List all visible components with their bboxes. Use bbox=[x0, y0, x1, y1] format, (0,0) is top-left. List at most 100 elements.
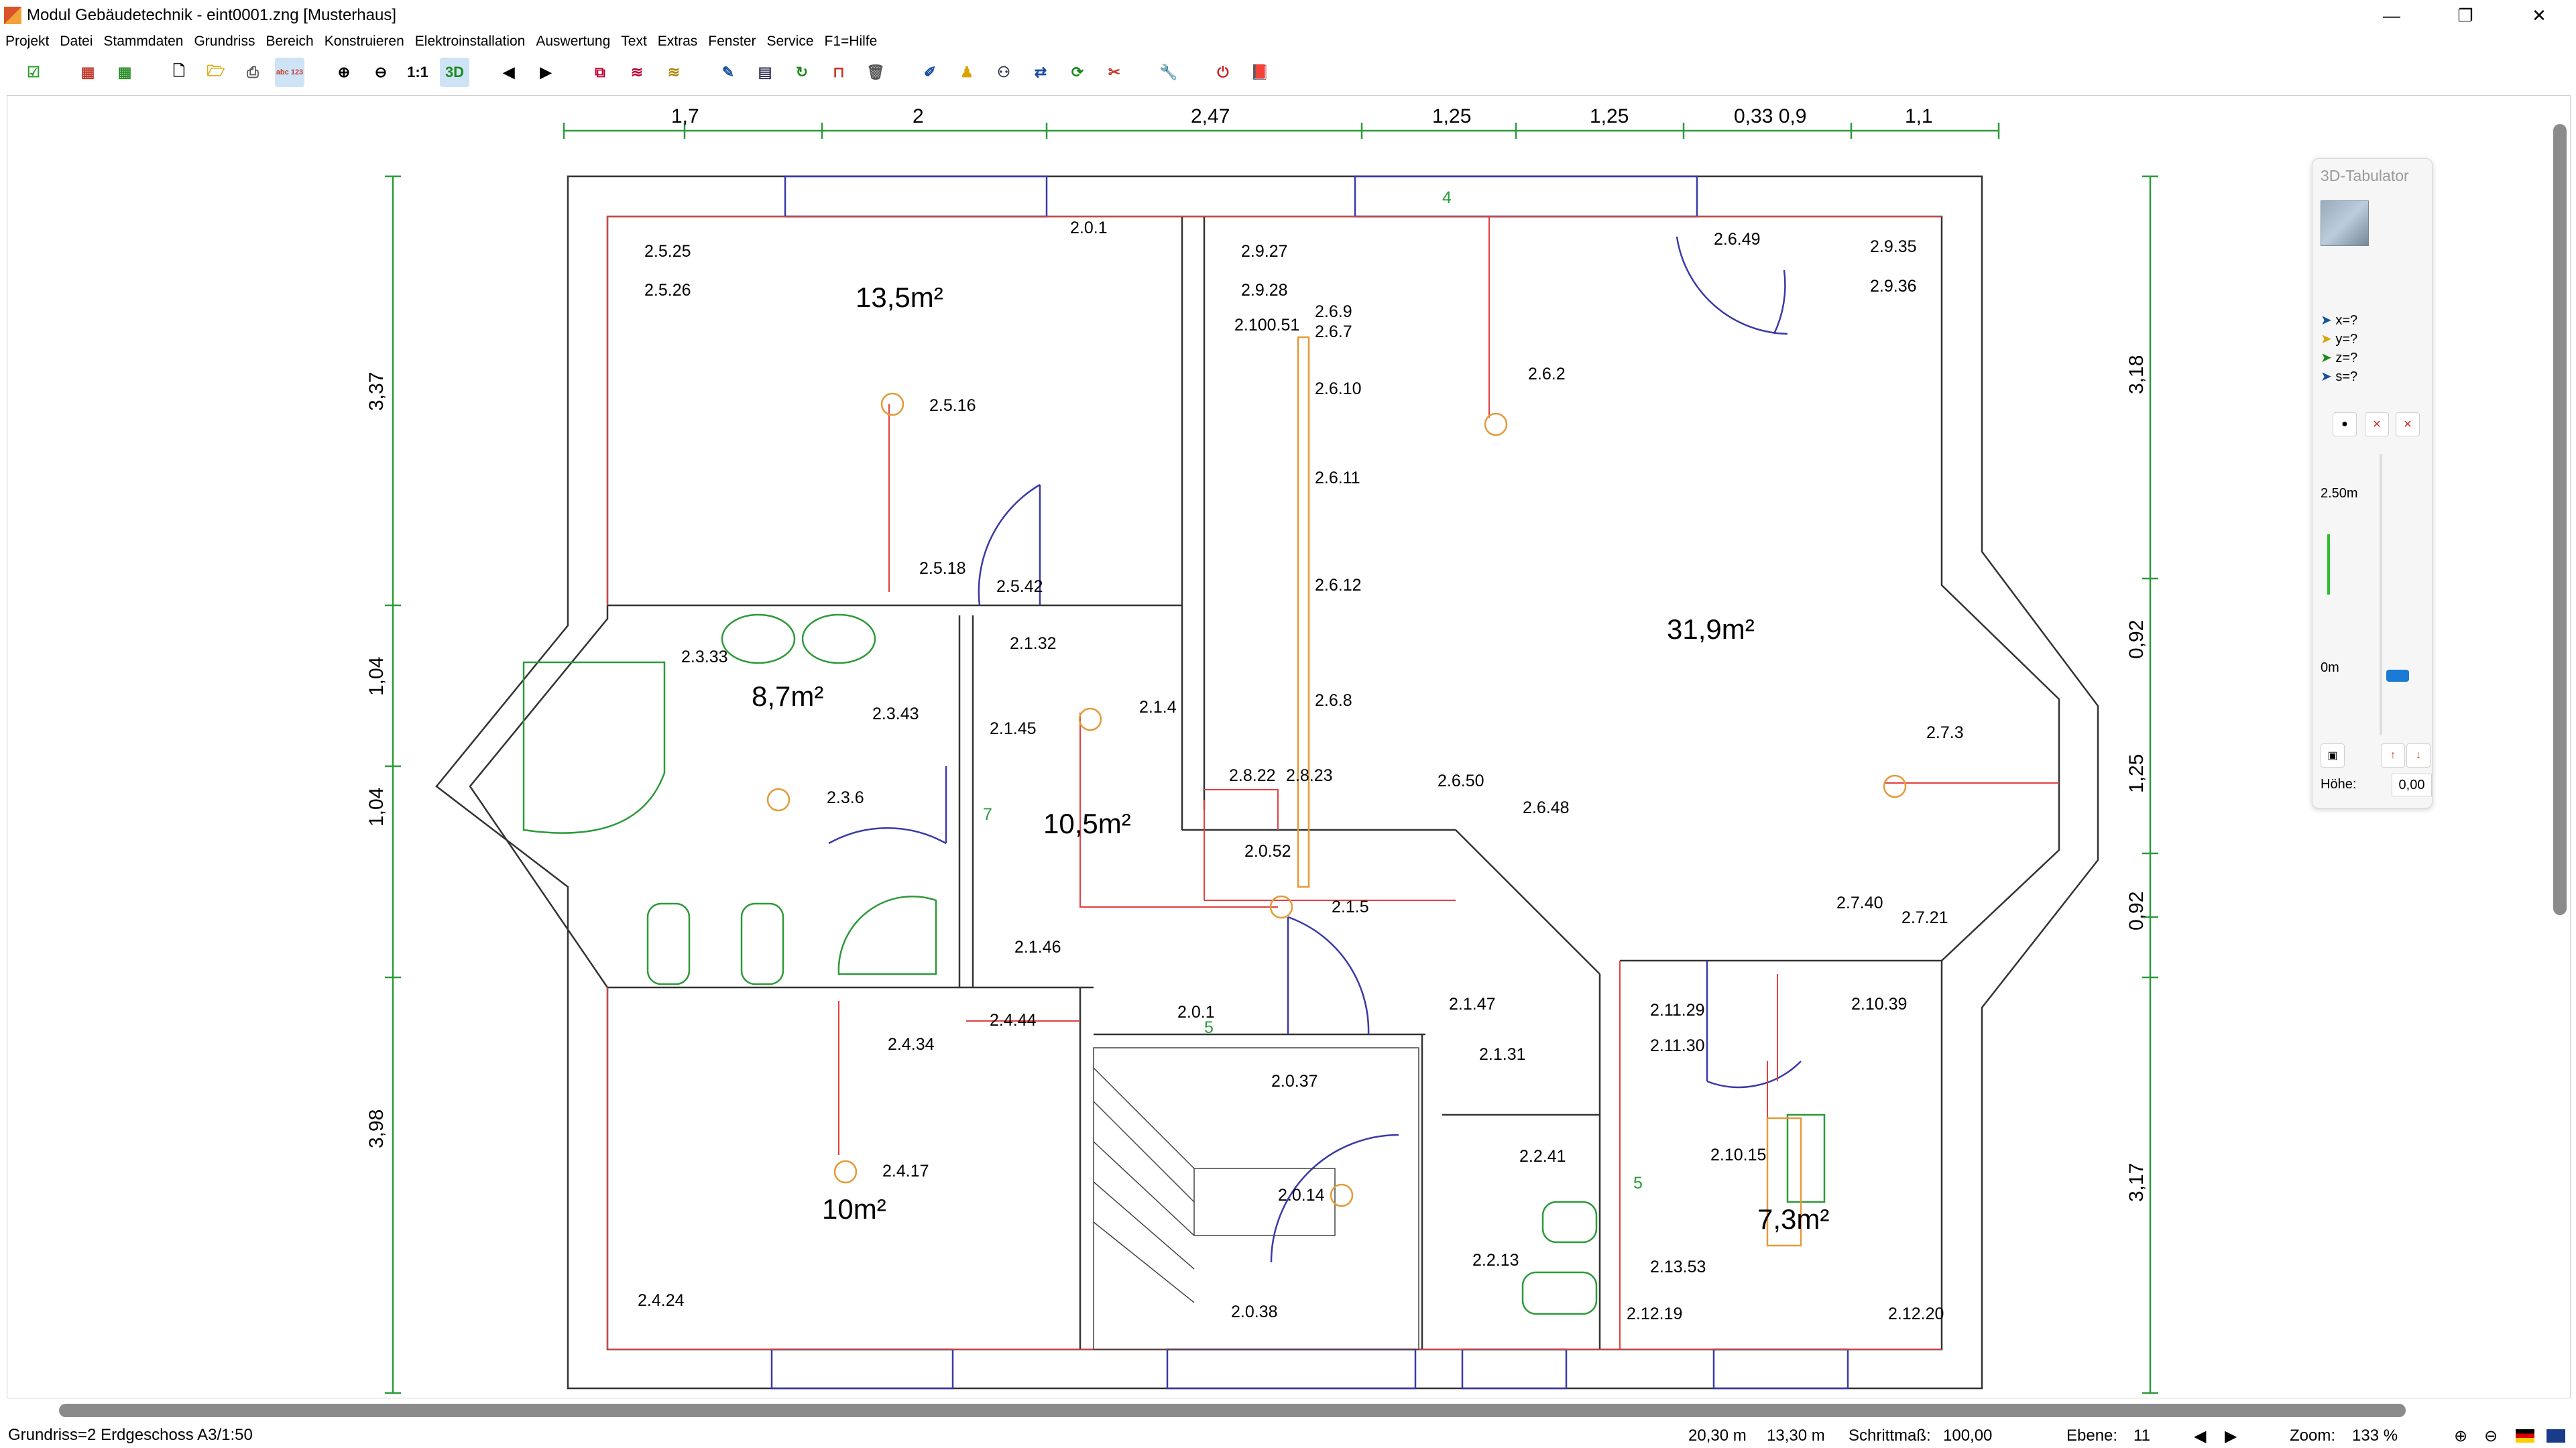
element-label: 2.11.29 bbox=[1650, 1001, 1705, 1020]
menu-fenster[interactable]: Fenster bbox=[708, 34, 756, 49]
close-button[interactable]: ✕ bbox=[2532, 5, 2546, 25]
zoom-in-icon[interactable]: ⊕ bbox=[2454, 1427, 2468, 1445]
power-icon[interactable]: ⏻ bbox=[1217, 64, 1229, 80]
element-label: 2.10.15 bbox=[1710, 1146, 1766, 1164]
element-label: 2.6.49 bbox=[1714, 230, 1761, 249]
zoom-in-icon[interactable]: ⊕ bbox=[337, 64, 351, 80]
tabulator-panel: 3D-Tabulator ➤ x=? ➤ y=? ➤ z=? ➤ s=? ● ✕… bbox=[2312, 158, 2433, 808]
layers-alt-icon[interactable]: ≋ bbox=[667, 64, 681, 80]
step-input[interactable]: 100,00 bbox=[1943, 1427, 1993, 1445]
uk-flag-icon[interactable] bbox=[2546, 1429, 2565, 1443]
element-label: 2.7.3 bbox=[1926, 723, 1964, 742]
delete-icon[interactable]: 🗑 bbox=[866, 64, 885, 80]
menu-service[interactable]: Service bbox=[766, 34, 814, 49]
abc-123-icon[interactable]: abc 123 bbox=[275, 58, 304, 87]
element-label: 2.6.9 bbox=[1315, 302, 1352, 321]
three-d-button[interactable]: 3D bbox=[440, 58, 469, 87]
height-input[interactable]: 0,00 bbox=[2392, 774, 2432, 796]
menu-auswertung[interactable]: Auswertung bbox=[536, 34, 611, 49]
menu-konstruieren[interactable]: Konstruieren bbox=[324, 34, 404, 49]
dim-top-7: 1,1 bbox=[1905, 105, 1933, 127]
zoom-one-button[interactable]: 1:1 bbox=[407, 64, 428, 80]
element-label: 2.3.6 bbox=[827, 788, 864, 807]
edit-sheet-icon[interactable]: ✐ bbox=[923, 64, 937, 80]
reset-icon[interactable]: ✕ bbox=[2365, 412, 2389, 436]
menu-elektroinstallation[interactable]: Elektroinstallation bbox=[414, 34, 526, 49]
next-icon[interactable]: ▶ bbox=[540, 64, 552, 80]
dim-top-6: 0,33 0,9 bbox=[1734, 105, 1806, 127]
level-input[interactable]: 11 bbox=[2133, 1427, 2150, 1445]
level-up-icon[interactable]: ↑ bbox=[2381, 743, 2405, 768]
print-icon[interactable]: ⎙ bbox=[247, 64, 259, 80]
zoom-out-icon[interactable]: ⊖ bbox=[2484, 1427, 2498, 1445]
prev-icon[interactable]: ◀ bbox=[503, 64, 515, 80]
dim-right-5: 3,17 bbox=[2125, 1163, 2148, 1202]
menu-extras[interactable]: Extras bbox=[657, 34, 698, 49]
lower-level-label: 0m bbox=[2321, 660, 2339, 675]
minimize-button[interactable]: — bbox=[2383, 5, 2400, 25]
calculator-icon[interactable]: ▤ bbox=[758, 64, 772, 80]
height-slider-track[interactable] bbox=[2380, 454, 2382, 735]
element-label: 2.10.39 bbox=[1851, 995, 1907, 1014]
cut-icon[interactable]: ✂ bbox=[1108, 64, 1121, 80]
zoom-out-icon[interactable]: ⊖ bbox=[374, 64, 388, 80]
wrench-icon[interactable]: 🔧 bbox=[1159, 64, 1178, 80]
circuit-marker: 7 bbox=[983, 805, 992, 824]
pen-icon[interactable]: ✎ bbox=[721, 64, 735, 80]
sync-icon[interactable]: ⟳ bbox=[1071, 64, 1084, 80]
book-icon[interactable]: 📕 bbox=[1250, 64, 1269, 80]
exchange-icon[interactable]: ⇄ bbox=[1034, 64, 1047, 80]
height-slider-thumb[interactable] bbox=[2386, 670, 2409, 682]
window-controls: — ❐ ✕ bbox=[2355, 0, 2576, 31]
element-label: 2.5.42 bbox=[996, 577, 1043, 596]
zoom-input[interactable]: 133 % bbox=[2352, 1427, 2398, 1445]
walls bbox=[435, 175, 2099, 1390]
vertical-scrollbar[interactable] bbox=[2553, 124, 2567, 915]
window-title: Modul Gebäudetechnik - eint0001.zng [Mus… bbox=[27, 6, 397, 24]
pan-icon[interactable]: ● bbox=[2333, 412, 2357, 436]
horizontal-scrollbar[interactable] bbox=[59, 1404, 2406, 1417]
element-label: 2.6.10 bbox=[1315, 379, 1362, 398]
menu-bereich[interactable]: Bereich bbox=[266, 34, 314, 49]
menu-grundriss[interactable]: Grundriss bbox=[194, 34, 255, 49]
floor-plan[interactable]: 1,7 2 2,47 1,25 1,25 0,33 0,9 1,1 3,37 1… bbox=[7, 96, 2570, 1398]
measure-icon[interactable]: ⊓ bbox=[833, 64, 845, 80]
layers-icon[interactable]: ≋ bbox=[630, 64, 644, 80]
project-copy-icon[interactable]: ▦ bbox=[117, 64, 132, 80]
element-label: 2.2.41 bbox=[1519, 1147, 1566, 1166]
new-file-icon[interactable]: 🗋 bbox=[173, 62, 185, 79]
s-coordinate: ➤ s=? bbox=[2321, 369, 2358, 384]
refresh-icon[interactable]: ↻ bbox=[795, 64, 809, 80]
cube-icon[interactable] bbox=[2321, 200, 2369, 246]
menu-stammdaten[interactable]: Stammdaten bbox=[103, 34, 184, 49]
element-label: 2.6.12 bbox=[1315, 576, 1362, 595]
dim-right-3: 1,25 bbox=[2125, 754, 2148, 793]
view-icon[interactable]: ▣ bbox=[2321, 743, 2345, 768]
maximize-button[interactable]: ❐ bbox=[2457, 5, 2473, 25]
element-label: 2.9.28 bbox=[1241, 281, 1288, 300]
project-icon[interactable]: ▦ bbox=[80, 64, 95, 80]
person-icon[interactable]: ♟ bbox=[960, 64, 974, 80]
group-icon[interactable]: ⚇ bbox=[997, 64, 1010, 80]
level-down-icon[interactable]: ↓ bbox=[2406, 743, 2431, 768]
tabulator-title: 3D-Tabulator bbox=[2321, 167, 2409, 184]
menu-datei[interactable]: Datei bbox=[60, 34, 93, 49]
drawing-canvas[interactable]: 1,7 2 2,47 1,25 1,25 0,33 0,9 1,1 3,37 1… bbox=[7, 95, 2571, 1398]
dimension-lines bbox=[385, 123, 2158, 1394]
level-next-icon[interactable]: ▶ bbox=[2225, 1427, 2237, 1445]
menu-projekt[interactable]: Projekt bbox=[5, 34, 50, 49]
level-prev-icon[interactable]: ◀ bbox=[2194, 1427, 2207, 1445]
open-folder-icon[interactable]: 🗁 bbox=[207, 62, 225, 79]
element-label: 2.7.21 bbox=[1901, 908, 1948, 927]
status-y: 13,30 m bbox=[1767, 1427, 1825, 1445]
menu-hilfe[interactable]: F1=Hilfe bbox=[824, 34, 878, 49]
status-floor-info: Grundriss=2 Erdgeschoss A3/1:50 bbox=[8, 1426, 253, 1444]
select-area-icon[interactable]: ⧉ bbox=[595, 64, 605, 80]
element-label: 2.8.22 bbox=[1229, 766, 1276, 785]
german-flag-icon[interactable] bbox=[2516, 1429, 2534, 1443]
checklist-icon[interactable]: ☑ bbox=[27, 64, 40, 80]
clear-icon[interactable]: ✕ bbox=[2396, 412, 2420, 436]
element-label: 2.1.4 bbox=[1139, 698, 1177, 717]
element-label: 2.0.37 bbox=[1271, 1072, 1318, 1091]
menu-text[interactable]: Text bbox=[621, 34, 647, 49]
